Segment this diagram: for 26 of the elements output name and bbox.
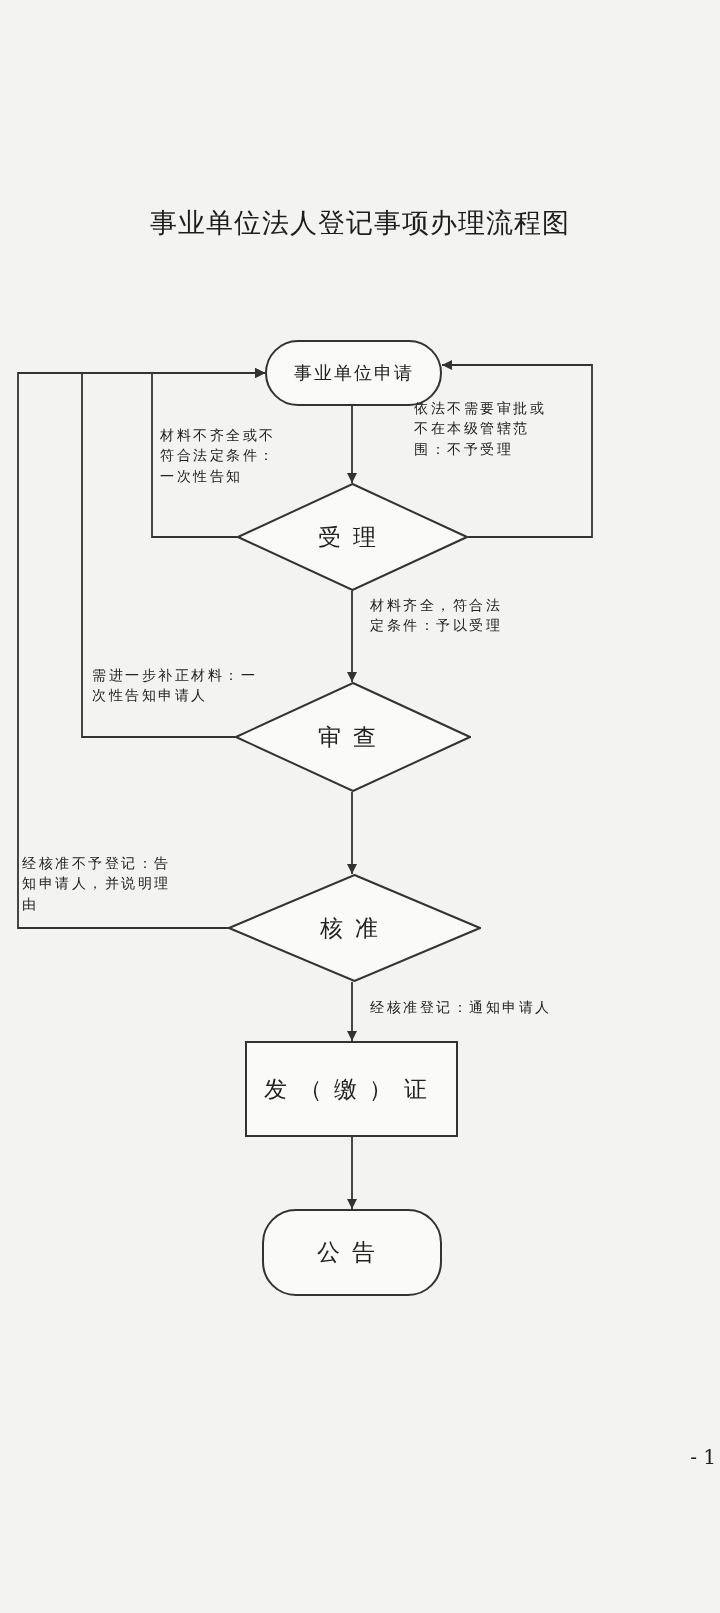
page-number: - 1 <box>690 1445 716 1469</box>
arrow <box>347 405 357 484</box>
edge-label: 经核准不予登记：告知申请人，并说明理由 <box>22 854 172 914</box>
terminal-box <box>262 1209 442 1296</box>
arrow <box>347 981 357 1042</box>
decision-diamond <box>235 682 471 792</box>
node-label: 受理 <box>317 522 388 552</box>
process-box <box>245 1041 458 1137</box>
edge-label: 需进一步补正材料：一次性告知申请人 <box>92 666 258 706</box>
node-label: 审查 <box>318 722 388 752</box>
edge-label: 材料不齐全或不符合法定条件：一次性告知 <box>160 426 277 486</box>
node-label: 发（缴）证 <box>264 1074 439 1104</box>
edge-label: 经核准登记：通知申请人 <box>370 998 553 1017</box>
arrow <box>347 791 357 875</box>
arrow <box>441 360 593 538</box>
edge-label: 依法不需要审批或不在本级管辖范围：不予受理 <box>414 399 547 459</box>
arrow <box>347 590 357 683</box>
node-label: 核准 <box>319 913 390 943</box>
diagram-title: 事业单位法人登记事项办理流程图 <box>149 206 571 240</box>
node-label: 公告 <box>317 1238 387 1267</box>
decision-diamond <box>237 483 468 591</box>
arrow <box>17 368 266 929</box>
arrow <box>347 1136 357 1210</box>
edge-label: 材料齐全，符合法定条件：予以受理 <box>370 596 503 636</box>
node-label: 事业单位申请 <box>293 361 414 385</box>
decision-diamond <box>228 874 481 982</box>
